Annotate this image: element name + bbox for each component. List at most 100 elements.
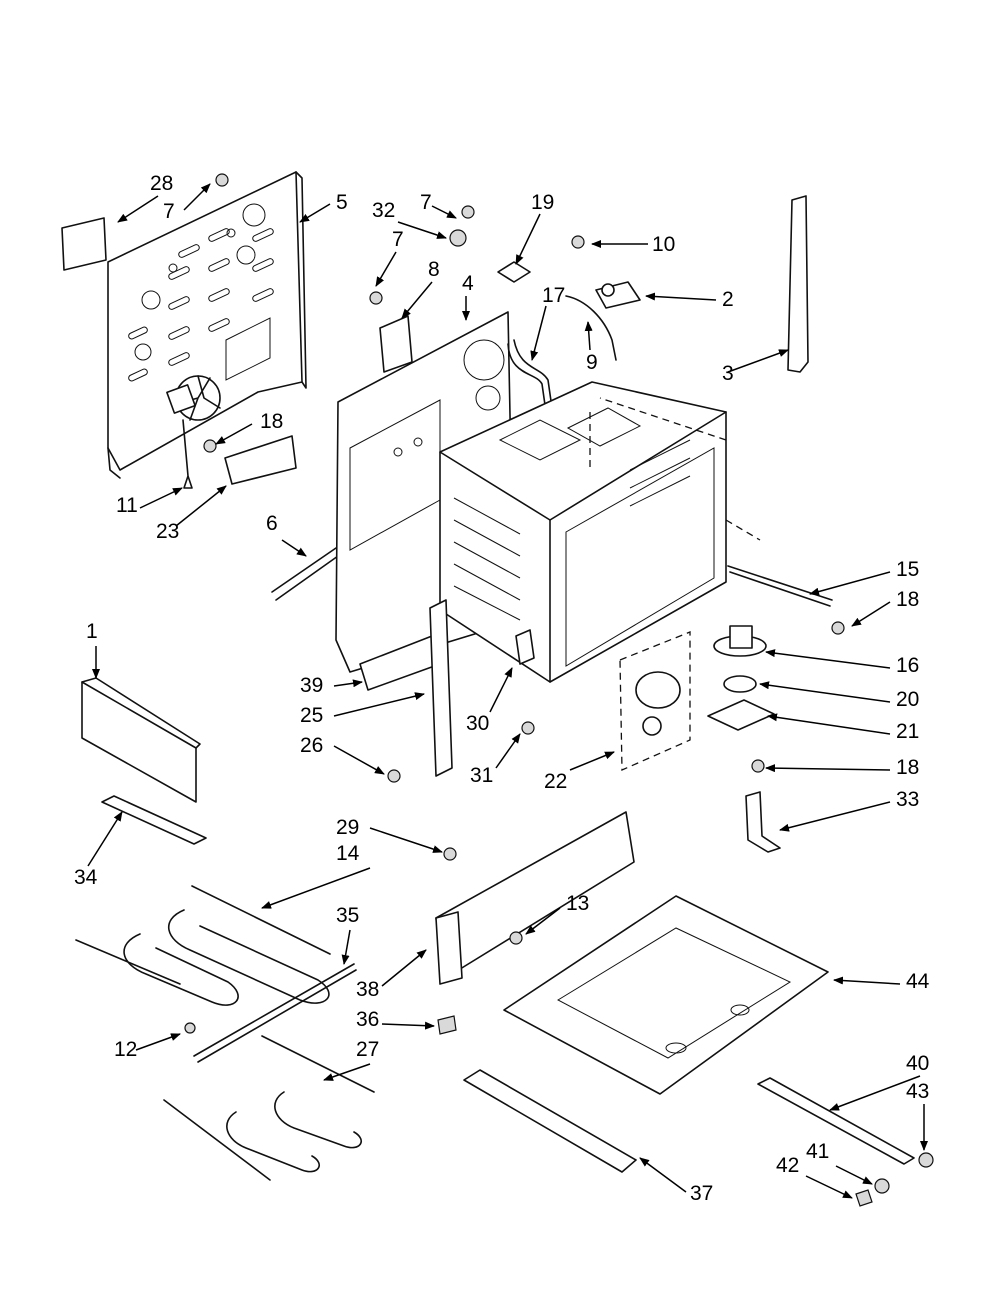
callout-23: 23 xyxy=(156,520,179,543)
leader-line xyxy=(829,1075,921,1111)
leader-line xyxy=(584,321,593,351)
leader-line xyxy=(261,867,371,909)
callout-14: 14 xyxy=(336,842,360,865)
callout-34: 34 xyxy=(74,866,98,889)
callout-7: 7 xyxy=(392,228,404,251)
leader-line xyxy=(727,349,789,373)
leader-line xyxy=(495,733,521,769)
callout-5: 5 xyxy=(336,191,348,214)
callout-33: 33 xyxy=(896,788,919,811)
callout-11: 11 xyxy=(116,494,138,517)
gasket-part xyxy=(497,261,531,283)
leader-line xyxy=(765,764,891,773)
callout-3: 3 xyxy=(722,362,734,385)
callout-1: 1 xyxy=(86,620,98,643)
leader-line xyxy=(401,281,433,319)
leader-line xyxy=(333,679,363,688)
rear-panel-part xyxy=(107,171,307,479)
leader-line xyxy=(175,485,227,527)
screw-10-part xyxy=(571,235,585,249)
screw-7c-part xyxy=(369,291,383,305)
leader-line xyxy=(645,292,717,301)
base-rail-part xyxy=(463,1069,637,1173)
drawer-rail-part xyxy=(757,1077,915,1165)
leader-line xyxy=(489,667,513,713)
leader-line xyxy=(323,1063,371,1081)
callout-15: 15 xyxy=(896,558,919,581)
bake-element-part xyxy=(75,885,331,1006)
callout-9: 9 xyxy=(586,351,598,374)
screw-18a-part xyxy=(203,439,217,453)
callout-13: 13 xyxy=(566,892,589,915)
base-pan-part xyxy=(503,895,829,1095)
vent-tube-part xyxy=(507,339,553,413)
leader-line xyxy=(397,221,447,239)
callout-39: 39 xyxy=(300,674,323,697)
leader-line xyxy=(835,1165,873,1185)
leveling-leg-part xyxy=(437,1015,457,1035)
callout-12: 12 xyxy=(114,1038,137,1061)
leader-line xyxy=(779,801,891,832)
leader-line xyxy=(530,305,547,361)
leader-line xyxy=(569,751,615,771)
callout-18: 18 xyxy=(896,756,919,779)
callout-4: 4 xyxy=(462,272,474,295)
trim-strip-part xyxy=(101,795,207,845)
callout-20: 20 xyxy=(896,688,919,711)
clip-part xyxy=(515,629,535,665)
anti-tip-bracket-part xyxy=(745,791,781,853)
callout-labels: 28 7 5 32 7 19 10 2 7 8 4 17 9 3 18 11 2… xyxy=(74,172,930,1205)
leader-line xyxy=(139,487,183,509)
callout-17: 17 xyxy=(542,284,565,307)
callout-7: 7 xyxy=(163,200,175,223)
bracket-part xyxy=(379,315,413,373)
long-rod-part xyxy=(727,565,833,607)
leader-lines xyxy=(87,183,928,1199)
callout-31: 31 xyxy=(470,764,493,787)
vertical-channel-part xyxy=(429,599,453,777)
callout-36: 36 xyxy=(356,1008,379,1031)
nut-43-part xyxy=(918,1152,934,1168)
screw-31-part xyxy=(521,721,535,735)
leader-line xyxy=(525,907,561,935)
callout-25: 25 xyxy=(300,704,323,727)
leader-line xyxy=(381,949,427,987)
part-32-part xyxy=(449,229,467,247)
callout-37: 37 xyxy=(690,1182,713,1205)
leader-line xyxy=(639,1157,687,1193)
leader-line xyxy=(135,1033,181,1051)
broil-element-part xyxy=(163,1035,375,1181)
callout-7: 7 xyxy=(420,191,432,214)
screw-42-part xyxy=(855,1189,873,1207)
callout-44: 44 xyxy=(906,970,930,993)
leader-line xyxy=(333,745,385,775)
leader-line xyxy=(381,1021,435,1030)
leader-line xyxy=(281,539,307,557)
leader-line xyxy=(805,1175,853,1199)
callout-10: 10 xyxy=(652,233,675,256)
callout-38: 38 xyxy=(356,978,379,1001)
leader-line xyxy=(759,681,891,703)
callout-30: 30 xyxy=(466,712,489,735)
front-trim-panel-part xyxy=(81,681,197,803)
label-plate-part xyxy=(61,217,107,271)
callout-43: 43 xyxy=(906,1080,929,1103)
callout-42: 42 xyxy=(776,1154,799,1177)
callout-40: 40 xyxy=(906,1052,929,1075)
leader-line xyxy=(215,423,253,445)
callout-32: 32 xyxy=(372,199,395,222)
screw-7a-part xyxy=(215,173,229,187)
fan-bracket-part xyxy=(224,435,297,485)
callout-22: 22 xyxy=(544,770,567,793)
oven-cavity-part xyxy=(439,381,761,683)
element-rod-part xyxy=(193,963,357,1063)
callout-27: 27 xyxy=(356,1038,379,1061)
leader-line xyxy=(341,929,351,965)
callout-19: 19 xyxy=(531,191,554,214)
leader-line xyxy=(117,195,159,223)
callout-26: 26 xyxy=(300,734,323,757)
leader-line xyxy=(809,571,891,596)
callout-41: 41 xyxy=(806,1140,829,1163)
screw-26-part xyxy=(387,769,401,783)
